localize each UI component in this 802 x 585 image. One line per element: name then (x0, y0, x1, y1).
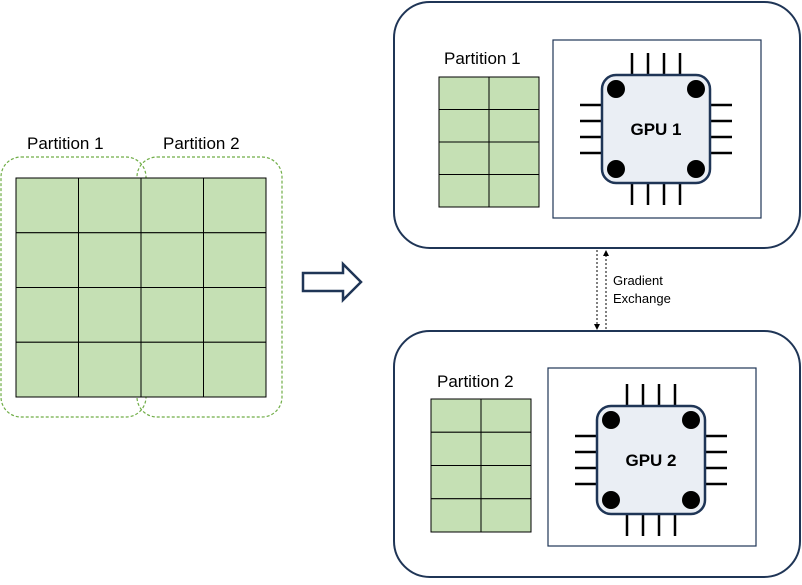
exchange-arrow-up-head (603, 250, 609, 256)
chip-dot (682, 411, 700, 429)
exchange-arrow-down-head (594, 324, 600, 330)
chip-dot (682, 491, 700, 509)
node2-matrix-cell (480, 398, 532, 433)
right-arrow-icon (301, 260, 363, 304)
gpu1-chip-icon (580, 53, 732, 205)
node2-matrix-grid (430, 398, 532, 533)
left-matrix-cell (140, 177, 204, 234)
left-matrix-cell (78, 177, 142, 234)
exchange-label-line2: Exchange (613, 291, 671, 306)
node2-matrix-cell (430, 465, 482, 500)
left-matrix-grid (15, 177, 267, 398)
node1-matrix-cell (488, 174, 540, 208)
chip-dot (607, 160, 625, 178)
gpu2-label: GPU 2 (625, 451, 676, 470)
left-matrix-cell (78, 341, 142, 398)
node2-matrix-cell (480, 465, 532, 500)
chip-body (595, 404, 707, 516)
node2-partition-label: Partition 2 (437, 372, 514, 391)
left-matrix-cell (15, 177, 79, 234)
chip-body (600, 73, 712, 185)
node2-matrix-cell (430, 398, 482, 433)
left-matrix-cell (140, 287, 204, 343)
node1-matrix-grid (438, 76, 540, 208)
left-matrix-cell (203, 287, 267, 343)
node1-matrix-cell (438, 76, 490, 110)
exchange-label-line1: Gradient (613, 273, 663, 288)
node1-matrix-cell (488, 76, 540, 110)
gpu-node-2: Partition 2 GPU 2 (393, 330, 801, 578)
node1-matrix-cell (438, 109, 490, 143)
node2-matrix-cell (430, 431, 482, 466)
left-matrix-cell (78, 232, 142, 288)
gpu-node-1: Partition 1 GPU 1 (393, 1, 801, 249)
gradient-exchange: Gradient Exchange (594, 250, 671, 330)
left-partition2-label: Partition 2 (163, 134, 240, 153)
left-partition1-label: Partition 1 (27, 134, 104, 153)
gpu1-label: GPU 1 (630, 120, 681, 139)
chip-dot (687, 80, 705, 98)
left-matrix-cell (203, 177, 267, 234)
node1-matrix-cell (438, 141, 490, 175)
node2-matrix-cell (480, 431, 532, 466)
chip-dot (687, 160, 705, 178)
left-matrix-cell (15, 341, 79, 398)
node1-matrix-cell (438, 174, 490, 208)
left-matrix-cell (15, 232, 79, 288)
node1-matrix-cell (488, 141, 540, 175)
node1-partition-label: Partition 1 (444, 49, 521, 68)
left-matrix: Partition 1 Partition 2 (0, 134, 283, 418)
left-matrix-cell (203, 341, 267, 398)
node2-matrix-cell (480, 498, 532, 533)
left-matrix-cell (203, 232, 267, 288)
node1-matrix-cell (488, 109, 540, 143)
left-matrix-cell (140, 341, 204, 398)
chip-dot (607, 80, 625, 98)
node2-matrix-cell (430, 498, 482, 533)
chip-dot (602, 411, 620, 429)
left-matrix-cell (15, 287, 79, 343)
gpu2-chip-icon (575, 384, 727, 536)
left-matrix-cell (140, 232, 204, 288)
chip-dot (602, 491, 620, 509)
left-matrix-cell (78, 287, 142, 343)
partition2-outline (136, 156, 283, 418)
